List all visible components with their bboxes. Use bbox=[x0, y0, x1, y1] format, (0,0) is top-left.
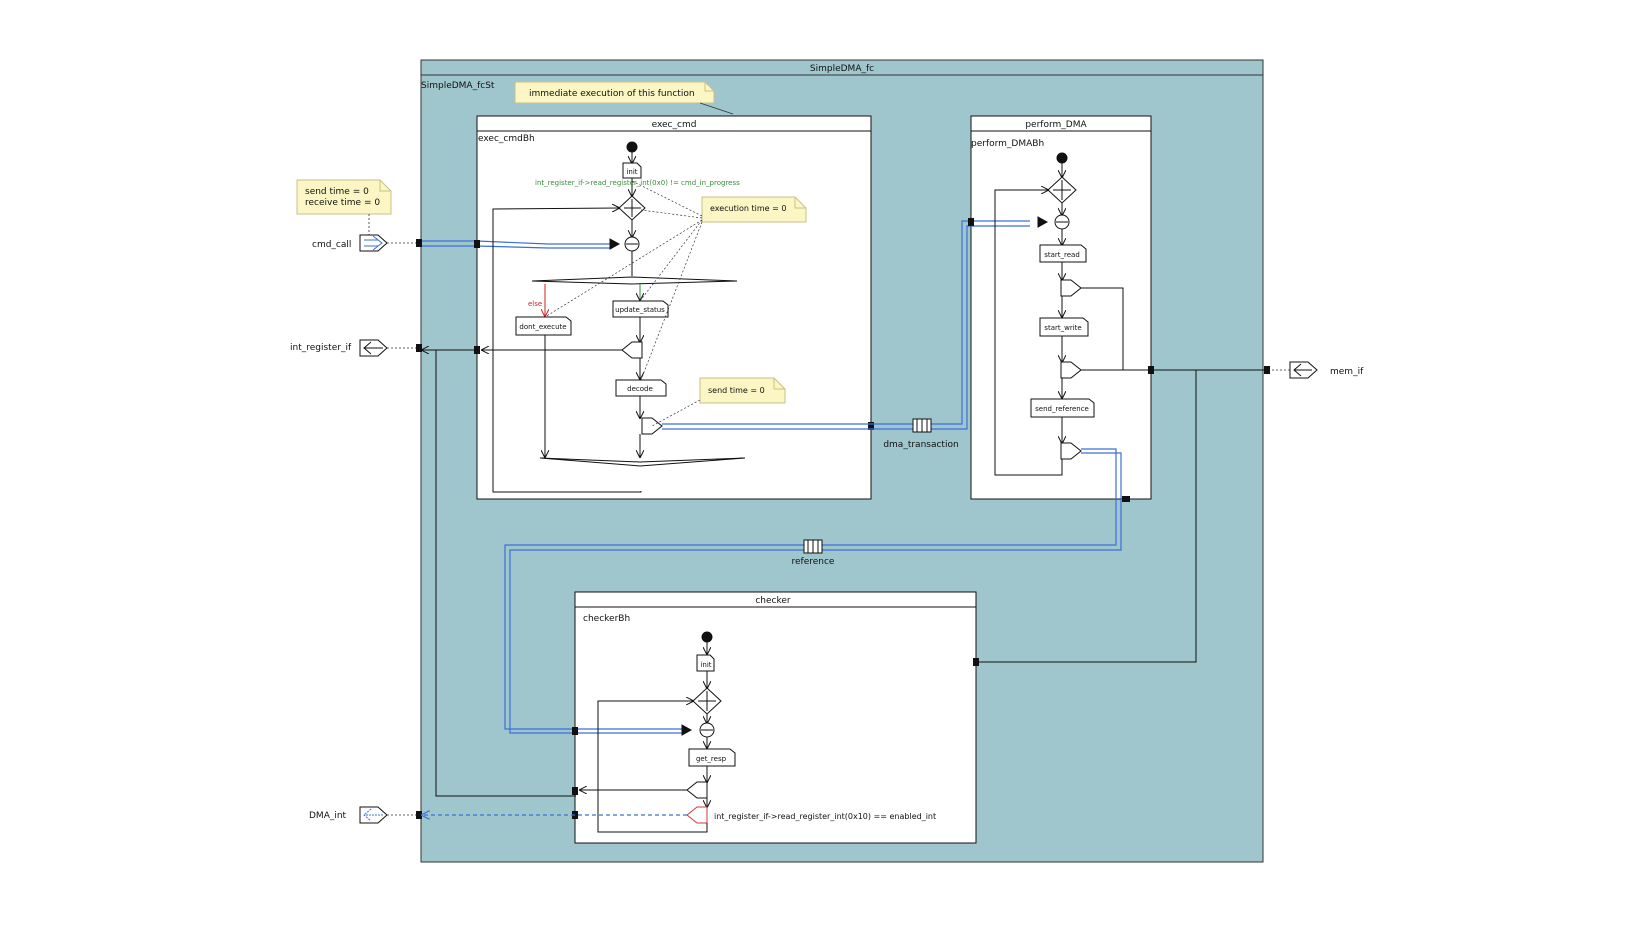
checker-send-signal-int bbox=[686, 806, 708, 824]
note-execution-links bbox=[544, 180, 703, 381]
perform-dma-activity bbox=[994, 152, 1268, 476]
note-immediate-text: immediate execution of this function bbox=[529, 89, 695, 99]
perform-send-reference-label: send_reference bbox=[1035, 405, 1089, 413]
checker-init-label: init bbox=[700, 661, 711, 669]
note-timing-line2: receive time = 0 bbox=[305, 198, 380, 208]
exec-join-bar bbox=[539, 457, 746, 467]
flow-mem-if-checker bbox=[976, 370, 1197, 663]
exec-cmd-port-markers bbox=[474, 240, 874, 430]
note-send-link bbox=[651, 399, 701, 427]
flow-cmd-call bbox=[422, 240, 610, 249]
perform-initial-node bbox=[1056, 152, 1068, 164]
checker-initial-node bbox=[701, 631, 713, 643]
note-send-time: send time = 0 bbox=[699, 377, 786, 404]
checker-title: checker bbox=[755, 596, 791, 606]
channel-reference[interactable]: reference bbox=[792, 539, 835, 567]
port-mem-if[interactable]: mem_if bbox=[1289, 361, 1364, 379]
perform-send-signal-read bbox=[1060, 279, 1082, 297]
port-dma-int-label: DMA_int bbox=[309, 811, 347, 821]
exec-send-signal-register bbox=[621, 341, 643, 359]
checker-condition-label: int_register_if->read_register_int(0x10)… bbox=[714, 812, 936, 821]
exec-fork-bar bbox=[531, 276, 738, 285]
port-cmd-call[interactable]: cmd_call bbox=[312, 234, 388, 252]
note-execution-text: execution time = 0 bbox=[710, 204, 786, 213]
exec-cmd-activity bbox=[482, 141, 746, 493]
exec-send-signal-dma bbox=[641, 417, 663, 435]
perform-dma-title: perform_DMA bbox=[1025, 120, 1087, 130]
channel-reference-label: reference bbox=[792, 557, 835, 567]
note-immediate-execution: immediate execution of this function bbox=[514, 81, 715, 104]
perform-send-signal-ref bbox=[1060, 442, 1082, 460]
perform-start-read-action[interactable] bbox=[1039, 244, 1087, 263]
exec-cmd-behavior: exec_cmdBh bbox=[478, 134, 535, 144]
flow-dma-transaction bbox=[662, 220, 1030, 430]
exec-cmd-title: exec_cmd bbox=[652, 120, 697, 130]
block-exec-cmd: exec_cmd exec_cmdBh bbox=[476, 115, 872, 500]
perform-send-reference-action[interactable] bbox=[1030, 398, 1095, 418]
port-dma-int[interactable]: DMA_int bbox=[309, 806, 388, 824]
exec-update-status-label: update_status bbox=[615, 306, 665, 314]
checker-activity bbox=[580, 631, 736, 833]
exec-init-label: init bbox=[626, 168, 637, 176]
exec-guard-label: int_register_if->read_register_int(0x0) … bbox=[535, 179, 740, 187]
exec-update-status-action[interactable] bbox=[612, 300, 669, 318]
note-timing-line1: send time = 0 bbox=[305, 187, 369, 197]
block-checker: checker checkerBh bbox=[574, 591, 977, 844]
perform-dma-behavior: perform_DMABh bbox=[971, 139, 1044, 149]
checker-get-resp-label: get_resp bbox=[696, 755, 727, 763]
exec-init-action[interactable] bbox=[622, 162, 642, 179]
exec-dont-execute-action[interactable] bbox=[515, 316, 572, 336]
checker-port-mem-if bbox=[973, 658, 979, 666]
checker-send-signal-register bbox=[686, 781, 708, 799]
checker-get-resp-action[interactable] bbox=[688, 748, 736, 767]
exec-initial-node bbox=[626, 141, 638, 153]
perform-start-read-label: start_read bbox=[1044, 251, 1080, 259]
flow-reference bbox=[504, 448, 1122, 734]
port-int-register-if-label: int_register_if bbox=[290, 343, 352, 353]
port-cmd-call-label: cmd_call bbox=[312, 240, 351, 250]
port-int-register-if[interactable]: int_register_if bbox=[290, 339, 388, 357]
flow-int-register-if bbox=[422, 350, 576, 797]
note-send-text: send time = 0 bbox=[708, 386, 765, 395]
container-subtitle: SimpleDMA_fcSt bbox=[421, 81, 495, 91]
note-timing: send time = 0 receive time = 0 bbox=[296, 179, 392, 215]
channel-dma-transaction-label: dma_transaction bbox=[883, 440, 958, 450]
channel-dma-transaction[interactable]: dma_transaction bbox=[883, 418, 959, 450]
note-execution-time: execution time = 0 bbox=[701, 196, 807, 223]
note-link bbox=[699, 102, 734, 115]
exec-dont-execute-label: dont_execute bbox=[519, 323, 566, 331]
exec-decode-label: decode bbox=[627, 385, 653, 393]
perform-start-write-label: start_write bbox=[1044, 324, 1081, 332]
port-mem-if-label: mem_if bbox=[1330, 367, 1364, 377]
exec-decode-action[interactable] bbox=[615, 379, 667, 397]
block-perform-dma: perform_DMA perform_DMABh bbox=[970, 115, 1152, 500]
checker-behavior: checkerBh bbox=[583, 614, 630, 624]
exec-else-label: else bbox=[528, 300, 542, 308]
checker-init-action[interactable] bbox=[696, 654, 715, 672]
perform-start-write-action[interactable] bbox=[1039, 317, 1089, 337]
container-title: SimpleDMA_fc bbox=[810, 64, 874, 74]
perform-send-signal-write bbox=[1060, 361, 1082, 379]
